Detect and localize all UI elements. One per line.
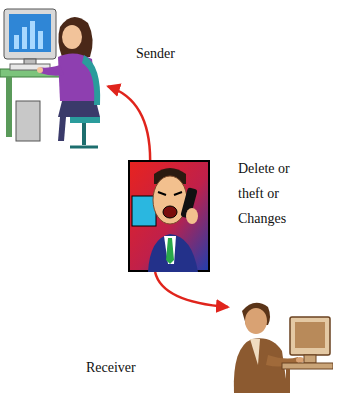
node-label: Receiver (86, 355, 166, 380)
attacker-figure (129, 161, 209, 272)
attacker-node: Delete or theft or Changes (128, 160, 210, 272)
receiver-clipart (228, 295, 333, 395)
woman-figure (37, 17, 100, 147)
node-label: Sender (136, 41, 206, 66)
sender-node: Sender (0, 5, 108, 153)
sender-clipart (0, 5, 108, 153)
curved-arrow (108, 86, 150, 160)
curved-arrow (155, 272, 228, 307)
man-figure (234, 303, 333, 393)
node-label: Delete or theft or Changes (238, 156, 300, 231)
attacker-clipart (128, 160, 210, 272)
receiver-node: Receiver (228, 295, 333, 395)
